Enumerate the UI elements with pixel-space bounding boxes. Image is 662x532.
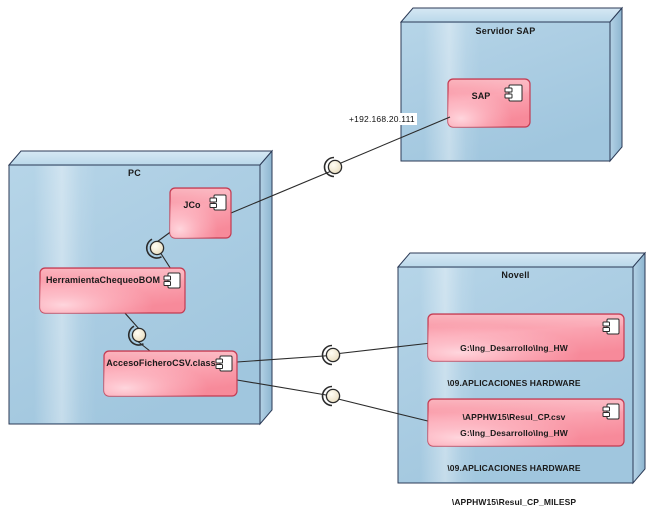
component-top-shine xyxy=(429,315,623,328)
component-icon xyxy=(602,403,620,420)
component-icon xyxy=(602,318,620,335)
connection-label-ip-address: +192.168.20.111 xyxy=(347,113,417,125)
node-top-face xyxy=(7,150,274,166)
node-side-face xyxy=(609,6,623,163)
component-label-line: \09.APLICACIONES HARDWARE xyxy=(447,377,581,388)
assembly-connector-jco-sap[interactable] xyxy=(323,156,343,178)
component-resul-cp-csv[interactable] xyxy=(427,313,625,362)
link-acceso-ball2 xyxy=(236,379,339,398)
component-icon xyxy=(504,84,523,102)
component-label-line: G:\Ing_Desarrollo\Ing_HW xyxy=(460,428,568,438)
assembly-connector-acceso-file2[interactable] xyxy=(321,385,341,407)
component-label-sap: SAP xyxy=(471,91,491,101)
component-top-shine xyxy=(41,269,184,282)
link-ball-sap xyxy=(328,116,451,169)
socket-arc xyxy=(321,385,333,407)
socket-arc xyxy=(145,238,162,259)
component-label-line: \APPHW15\Resul_CP.csv xyxy=(462,412,566,422)
node-side-face xyxy=(259,149,273,426)
component-label-resul-cp-csv: G:\Ing_Desarrollo\Ing_HW \09.APLICACIONE… xyxy=(428,320,600,447)
component-icon xyxy=(209,194,227,211)
connector-lines xyxy=(123,116,451,425)
component-acceso-fichero-csv[interactable] xyxy=(103,350,238,397)
component-icon xyxy=(215,355,233,372)
deployment-diagram-canvas: Servidor SAP PC Novell SAP JCo Herramien… xyxy=(7,6,647,507)
provided-interface-ball xyxy=(131,327,147,343)
assembly-connector-herramienta-acceso[interactable] xyxy=(127,325,147,346)
component-top-shine xyxy=(429,400,623,413)
socket-arc xyxy=(127,325,144,346)
link-acceso-ball1 xyxy=(236,354,339,363)
component-sap[interactable] xyxy=(447,78,531,128)
component-label-jco: JCo xyxy=(183,200,201,210)
provided-interface-ball xyxy=(327,159,343,175)
node-top-face xyxy=(399,7,624,23)
link-jco-ball xyxy=(230,166,342,214)
provided-interface-ball xyxy=(325,347,341,363)
component-label-resul-cp-milesp: G:\Ing_Desarrollo\Ing_HW \09.APLICACIONE… xyxy=(428,405,600,532)
component-icon xyxy=(163,272,181,289)
link-herr-ball-bot xyxy=(123,311,141,331)
diagram-surface xyxy=(7,6,647,485)
node-top-face xyxy=(396,252,647,268)
assembly-connector-acceso-file1[interactable] xyxy=(321,344,341,366)
component-herramienta-chequeo-bom[interactable] xyxy=(39,267,186,314)
component-label-herramienta-chequeo-bom: HerramientaChequeoBOM xyxy=(45,275,161,285)
provided-interface-ball xyxy=(325,388,341,404)
assembly-connector-herramienta-jco[interactable] xyxy=(145,238,165,259)
component-label-acceso-fichero-csv: AccesoFicheroCSV.class xyxy=(106,358,216,368)
component-jco[interactable] xyxy=(169,187,232,239)
node-title-pc: PC xyxy=(128,168,141,178)
socket-arc xyxy=(321,344,333,366)
component-resul-cp-milesp[interactable] xyxy=(427,398,625,447)
node-side-face xyxy=(632,251,646,485)
component-label-line: G:\Ing_Desarrollo\Ing_HW xyxy=(460,343,568,353)
assembly-connectors xyxy=(127,156,343,407)
node-title-novell: Novell xyxy=(501,270,530,280)
link-ball1-file1 xyxy=(325,341,441,356)
link-ball2-file2 xyxy=(325,395,441,425)
socket-arc xyxy=(323,156,335,178)
component-label-line: \09.APLICACIONES HARDWARE xyxy=(447,462,581,473)
node-title-servidor-sap: Servidor SAP xyxy=(475,26,536,36)
provided-interface-ball xyxy=(149,240,165,256)
node-novell[interactable] xyxy=(396,251,647,485)
component-top-shine xyxy=(105,352,236,365)
